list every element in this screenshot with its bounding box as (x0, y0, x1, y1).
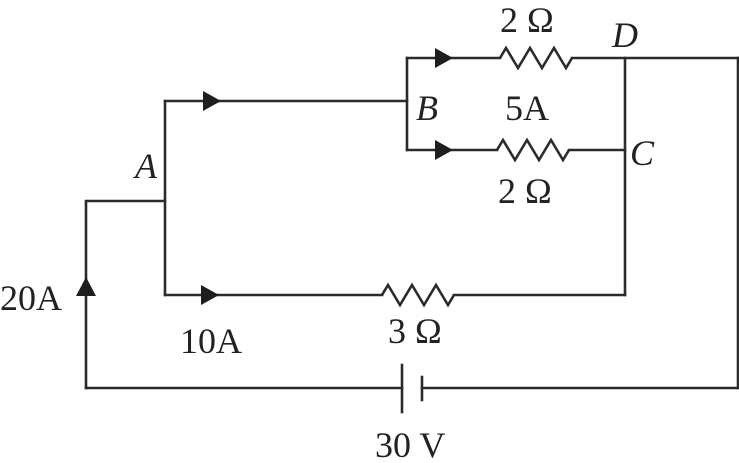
resistor-ac-label: 3 Ω (388, 311, 442, 351)
arrow-a-to-c-icon (201, 285, 219, 305)
current-lower-label: 10A (180, 321, 242, 361)
battery-voltage-label: 30 V (375, 425, 445, 463)
node-d-label: D (611, 15, 638, 55)
resistor-bd-icon (498, 45, 574, 71)
resistor-bc-label: 2 Ω (498, 171, 552, 211)
current-total-label: 20A (0, 278, 62, 318)
resistor-ac-icon (380, 282, 456, 308)
node-a-label: A (133, 146, 158, 186)
resistor-bd-label: 2 Ω (500, 0, 554, 40)
arrow-a-to-b-icon (203, 91, 221, 111)
arrow-b-to-d-icon (435, 48, 453, 68)
battery-icon (400, 363, 424, 414)
node-b-label: B (416, 88, 438, 128)
node-c-label: C (630, 133, 655, 173)
current-bc-label: 5A (505, 88, 549, 128)
arrow-b-to-c-icon (435, 140, 453, 160)
arrow-left-up-icon (76, 277, 96, 296)
resistor-bc-icon (495, 137, 571, 163)
wire-left-loop (84, 199, 167, 390)
